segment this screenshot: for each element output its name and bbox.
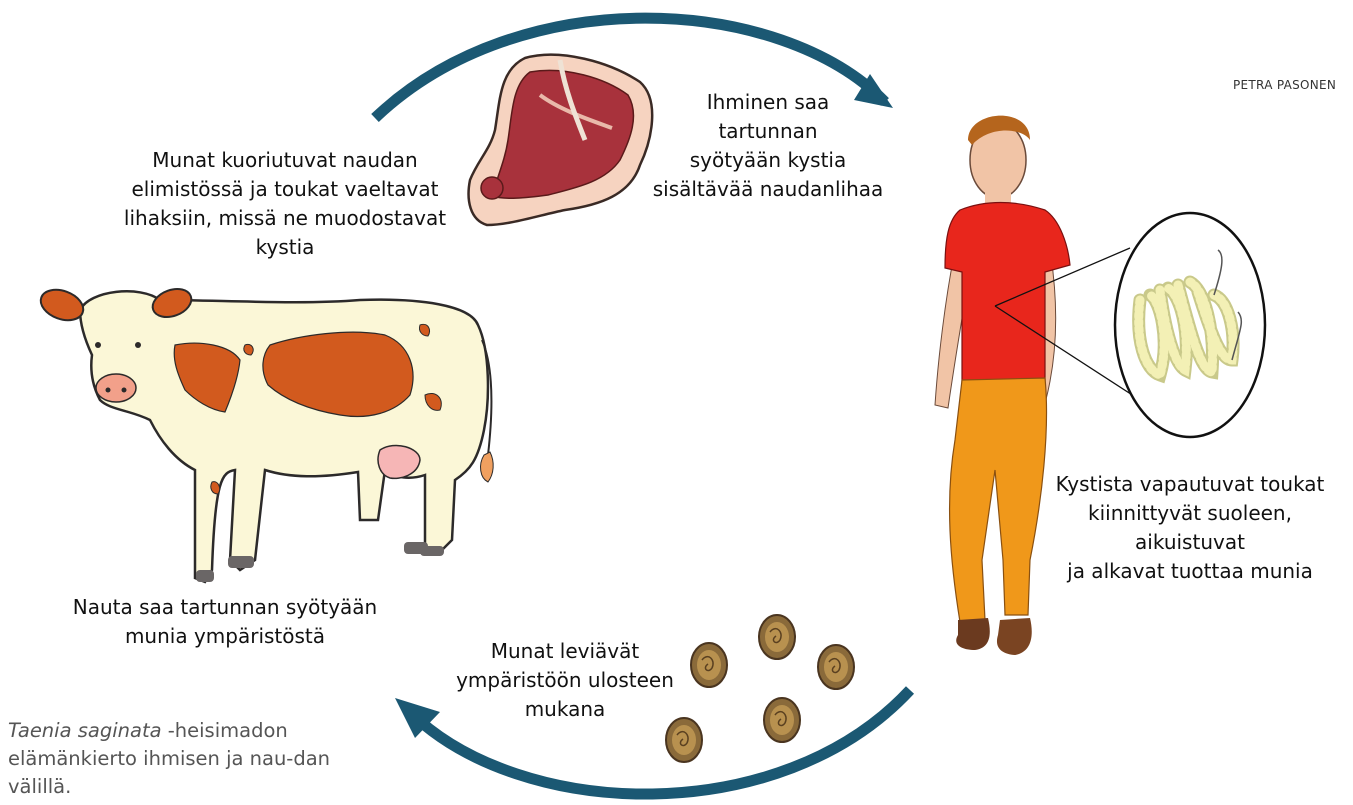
figure-caption: Taenia saginata -heisimadon elämänkierto…: [8, 717, 338, 801]
label-cow-infection: Nauta saa tartunnan syötyään munia ympär…: [50, 593, 400, 651]
label-adult-stage: Kystista vapautuvat toukat kiinnittyvät …: [1040, 470, 1340, 586]
orange-pants: [950, 378, 1047, 622]
egg: [666, 718, 702, 762]
egg: [818, 645, 854, 689]
egg: [759, 615, 795, 659]
egg: [764, 698, 800, 742]
eggs-group: [666, 615, 854, 762]
label-cow-stage: Munat kuoriutuvat naudan elimistössä ja …: [110, 146, 460, 262]
cow-illustration: [37, 284, 494, 582]
label-human-infection: Ihminen saa tartunnan syötyään kystia si…: [628, 88, 908, 204]
label-eggs-spread: Munat leviävät ympäristöön ulosteen muka…: [450, 637, 680, 724]
egg: [691, 643, 727, 687]
steak-icon: [469, 55, 653, 225]
tapeworm-magnified: [1115, 213, 1265, 437]
caption-species: Taenia saginata: [8, 719, 162, 742]
image-credit: PETRA PASONEN: [1233, 78, 1336, 92]
